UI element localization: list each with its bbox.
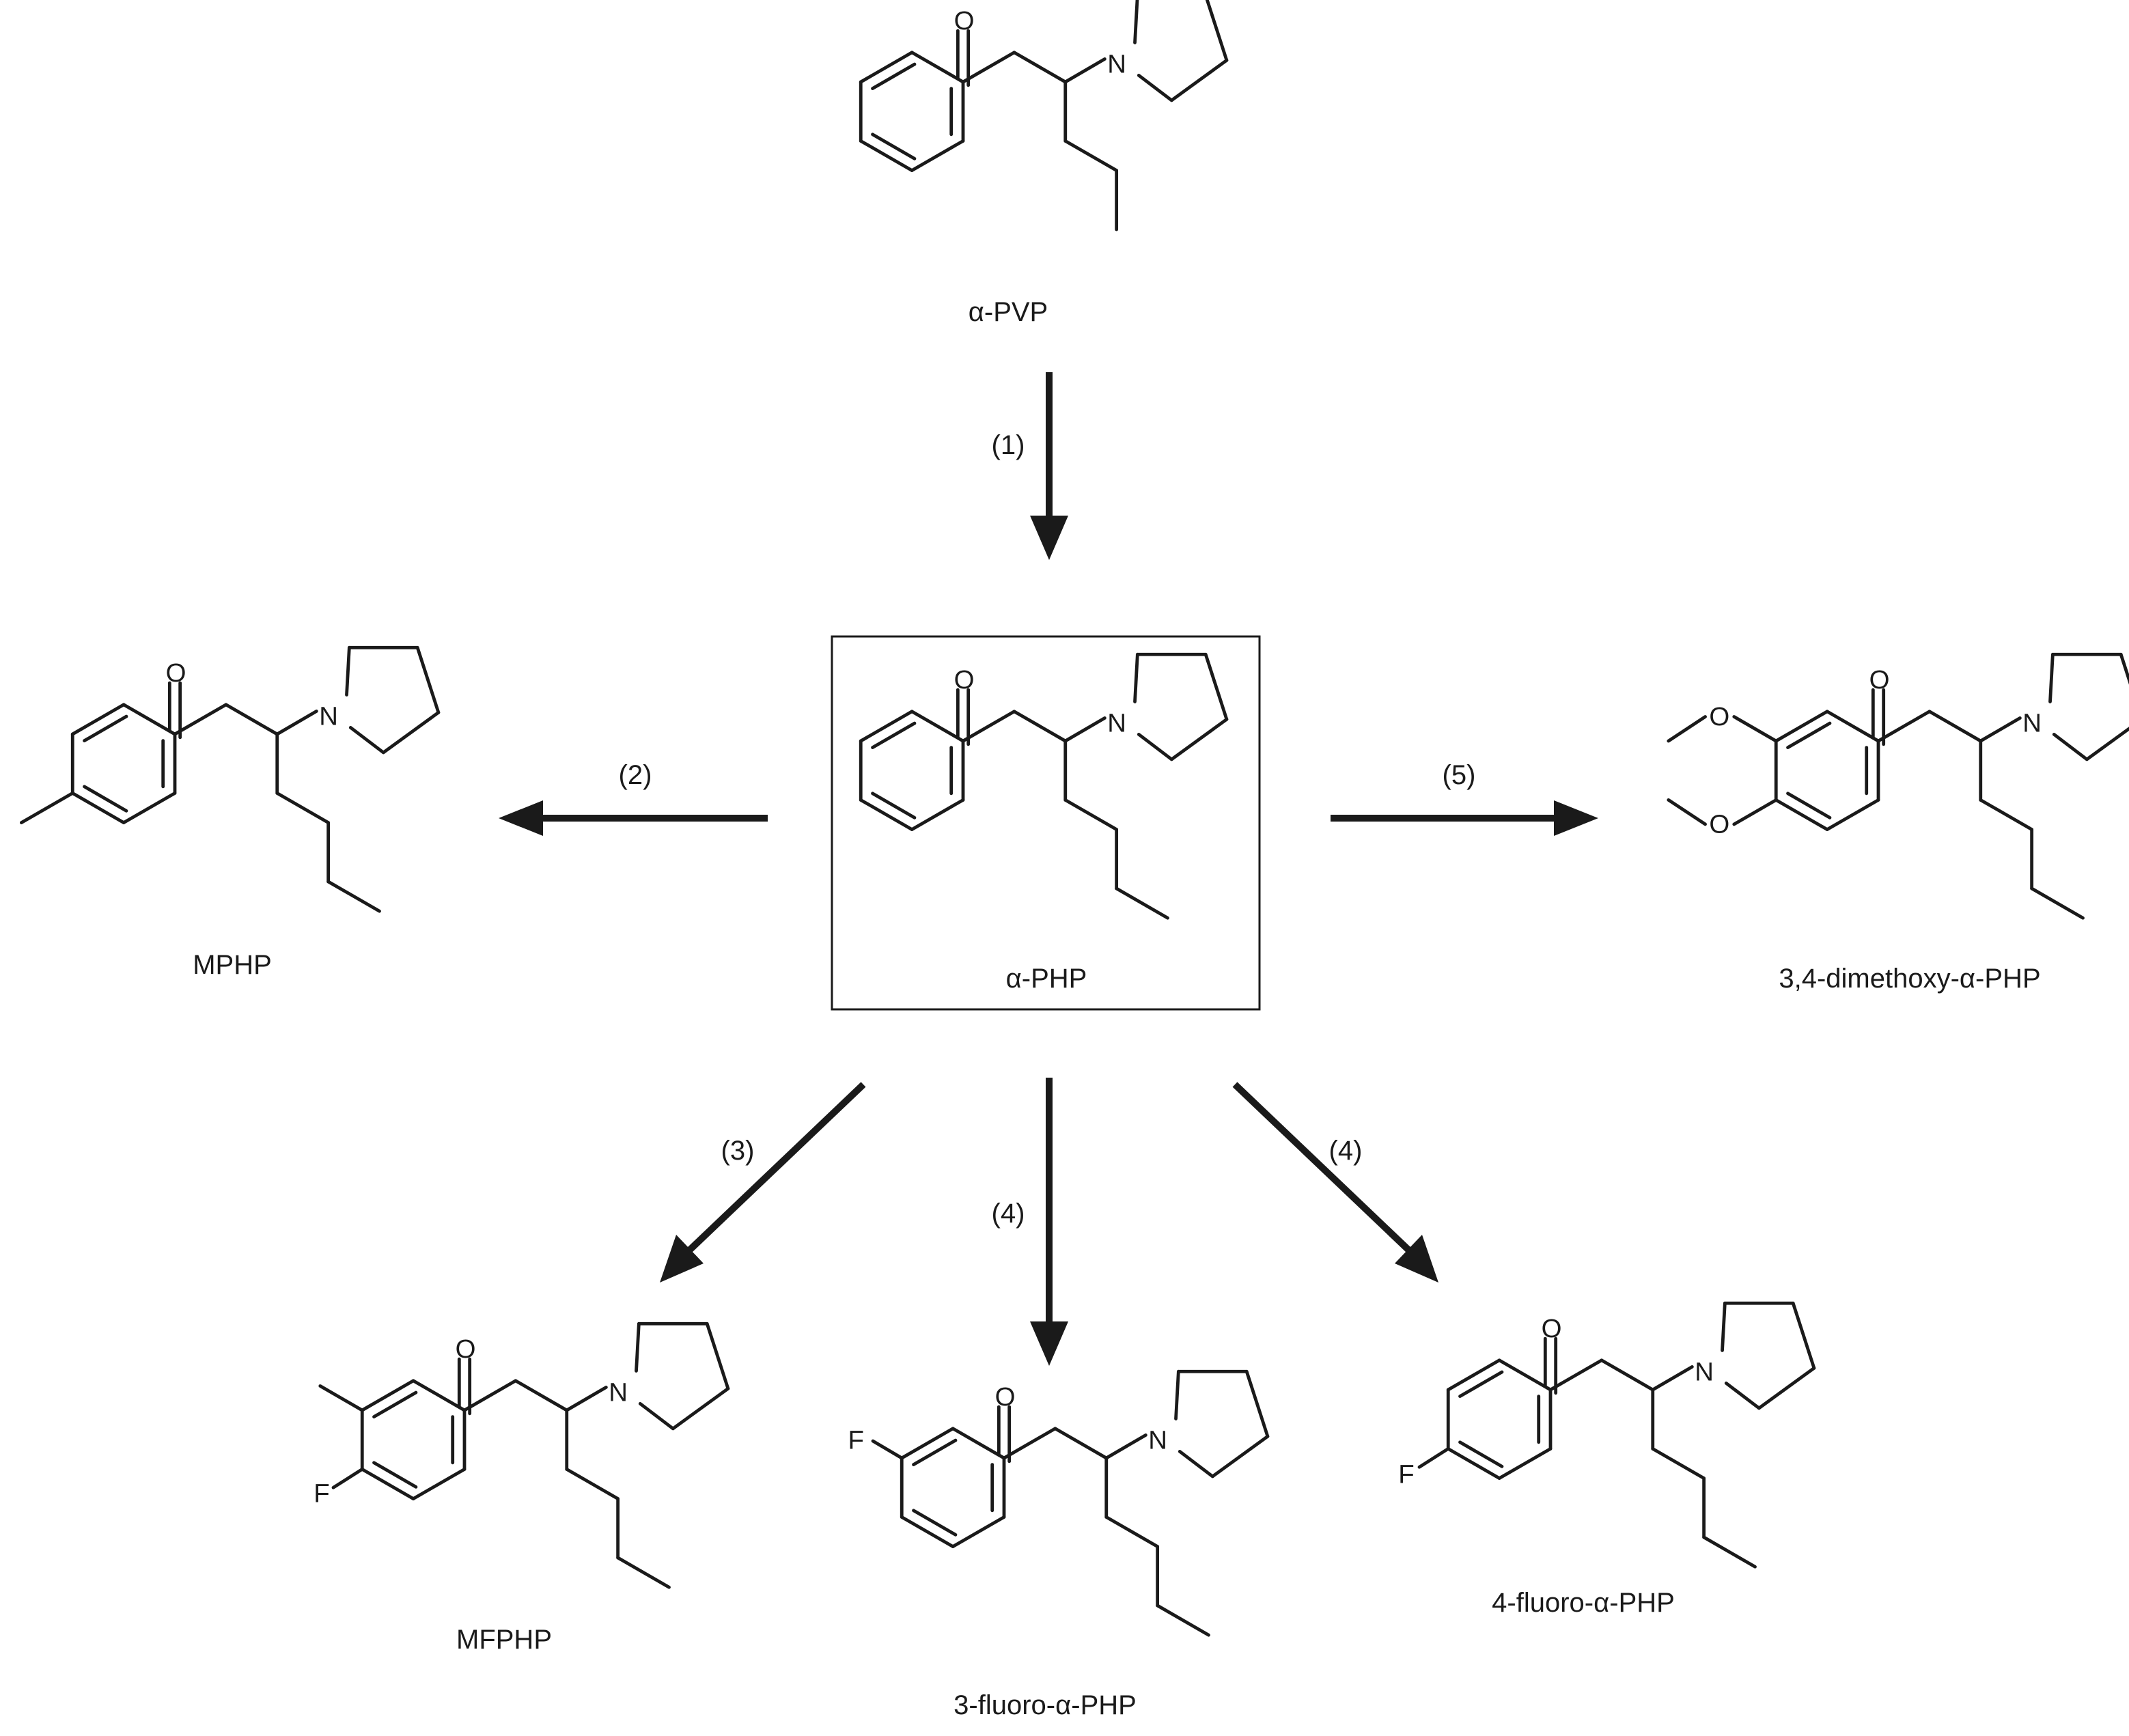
compound-label-dimethoxy: 3,4-dimethoxy-α-PHP — [1779, 964, 2040, 994]
oxygen-atom: O — [1869, 665, 1890, 695]
arrow-step-5 — [1331, 800, 1598, 836]
nitrogen-atom: N — [609, 1378, 628, 1408]
step-label-3: (3) — [721, 1136, 755, 1166]
molecule-mphp: O N — [19, 647, 439, 911]
nitrogen-atom: N — [1107, 709, 1126, 738]
nitrogen-atom: N — [1148, 1426, 1167, 1455]
oxygen-atom: O — [1542, 1314, 1562, 1343]
nitrogen-atom: N — [319, 702, 338, 731]
nitrogen-atom: N — [2022, 709, 2042, 738]
arrow-step-1 — [1030, 372, 1068, 560]
compound-label-3-fluoro: 3-fluoro-α-PHP — [954, 1690, 1137, 1720]
oxygen-atom: O — [456, 1334, 476, 1364]
compound-label-mfphp: MFPHP — [456, 1625, 552, 1655]
oxygen-atom: O — [166, 658, 186, 688]
step-label-4-meta: (4) — [992, 1199, 1025, 1229]
arrow-step-4-para — [1232, 1082, 1438, 1283]
nitrogen-atom: N — [1695, 1358, 1714, 1387]
molecule-aphp: O N — [861, 654, 1227, 918]
step-label-5: (5) — [1443, 760, 1476, 790]
fluorine-atom: F — [314, 1479, 329, 1508]
arrow-step-4-meta — [1030, 1078, 1068, 1366]
molecule-mfphp: F O N — [314, 1324, 728, 1587]
molecule-dimethoxy-aphp: O O O N — [1667, 654, 2129, 918]
molecule-3-fluoro-aphp: F O N — [848, 1371, 1268, 1635]
compound-label-4-fluoro: 4-fluoro-α-PHP — [1492, 1588, 1675, 1618]
compound-label-aphp: α-PHP — [1006, 964, 1087, 994]
oxygen-atom: O — [954, 665, 975, 695]
oxygen-atom: O — [954, 6, 975, 36]
arrow-step-3 — [660, 1082, 866, 1283]
fluorine-atom: F — [1398, 1459, 1414, 1489]
compound-label-apvp: α-PVP — [969, 297, 1048, 327]
molecule-apvp: O N — [861, 0, 1227, 229]
oxygen-atom: O — [995, 1382, 1016, 1412]
step-label-1: (1) — [992, 430, 1025, 460]
step-label-2: (2) — [619, 760, 652, 790]
highlight-box — [831, 635, 1261, 1011]
nitrogen-atom: N — [1107, 50, 1126, 79]
molecule-4-fluoro-aphp: F O N — [1398, 1303, 1814, 1567]
arrow-step-2 — [499, 800, 768, 836]
methoxy-oxygen-4: O — [1709, 809, 1729, 839]
step-label-4-para: (4) — [1329, 1136, 1363, 1166]
fluorine-atom: F — [848, 1426, 864, 1455]
compound-label-mphp: MPHP — [193, 950, 272, 980]
methoxy-oxygen-3: O — [1709, 702, 1729, 731]
